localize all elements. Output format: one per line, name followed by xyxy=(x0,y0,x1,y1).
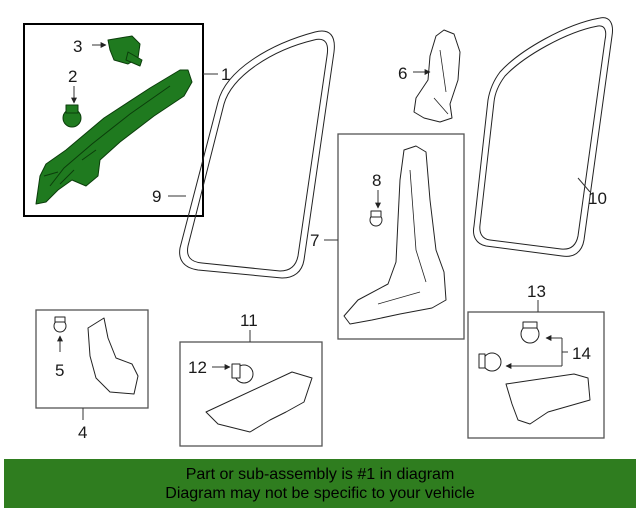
part-13-scuff-plate[interactable] xyxy=(505,373,591,425)
callout-3[interactable]: 3 xyxy=(73,37,82,56)
callout-7[interactable]: 7 xyxy=(310,231,319,250)
part-5-clip[interactable] xyxy=(53,316,67,333)
part-6-upper-trim[interactable] xyxy=(413,29,461,123)
callout-1[interactable]: 1 xyxy=(221,65,230,84)
callout-13[interactable]: 13 xyxy=(527,282,546,301)
part-7-lower-trim[interactable] xyxy=(343,145,447,325)
part-4-box[interactable] xyxy=(35,309,149,409)
part-12-clip[interactable] xyxy=(231,363,254,384)
part-13-box[interactable] xyxy=(467,311,605,439)
info-banner: Part or sub-assembly is #1 in diagram Di… xyxy=(4,459,636,508)
part-11-box[interactable] xyxy=(179,341,323,447)
part-3-clip[interactable] xyxy=(107,35,143,67)
callout-9[interactable]: 9 xyxy=(152,187,161,206)
callout-4[interactable]: 4 xyxy=(78,423,87,442)
callout-2[interactable]: 2 xyxy=(68,67,77,86)
part-1-box[interactable] xyxy=(23,23,204,217)
banner-line-2: Diagram may not be specific to your vehi… xyxy=(165,484,475,502)
part-14-clip-a[interactable] xyxy=(520,321,540,344)
part-14-clip-b[interactable] xyxy=(478,352,502,372)
part-7-box[interactable] xyxy=(337,133,465,340)
banner-line-1: Part or sub-assembly is #1 in diagram xyxy=(185,465,455,483)
part-9-weatherstrip[interactable] xyxy=(179,30,335,279)
part-11-scuff-plate[interactable] xyxy=(205,371,313,433)
callout-8[interactable]: 8 xyxy=(372,171,381,190)
parts-diagram: 1 3 2 9 6 10 7 xyxy=(23,17,613,447)
callout-14[interactable]: 14 xyxy=(572,344,591,363)
part-4-kick-panel[interactable] xyxy=(87,317,139,395)
callout-12[interactable]: 12 xyxy=(188,358,207,377)
callout-11[interactable]: 11 xyxy=(240,311,258,330)
callout-6[interactable]: 6 xyxy=(398,64,407,83)
callout-5[interactable]: 5 xyxy=(55,361,64,380)
part-8-clip[interactable] xyxy=(369,210,383,227)
part-2-clip[interactable] xyxy=(62,104,82,128)
callout-10[interactable]: 10 xyxy=(588,189,607,208)
part-10-weatherstrip[interactable] xyxy=(473,17,613,257)
part-1-pillar-trim[interactable] xyxy=(35,69,193,205)
